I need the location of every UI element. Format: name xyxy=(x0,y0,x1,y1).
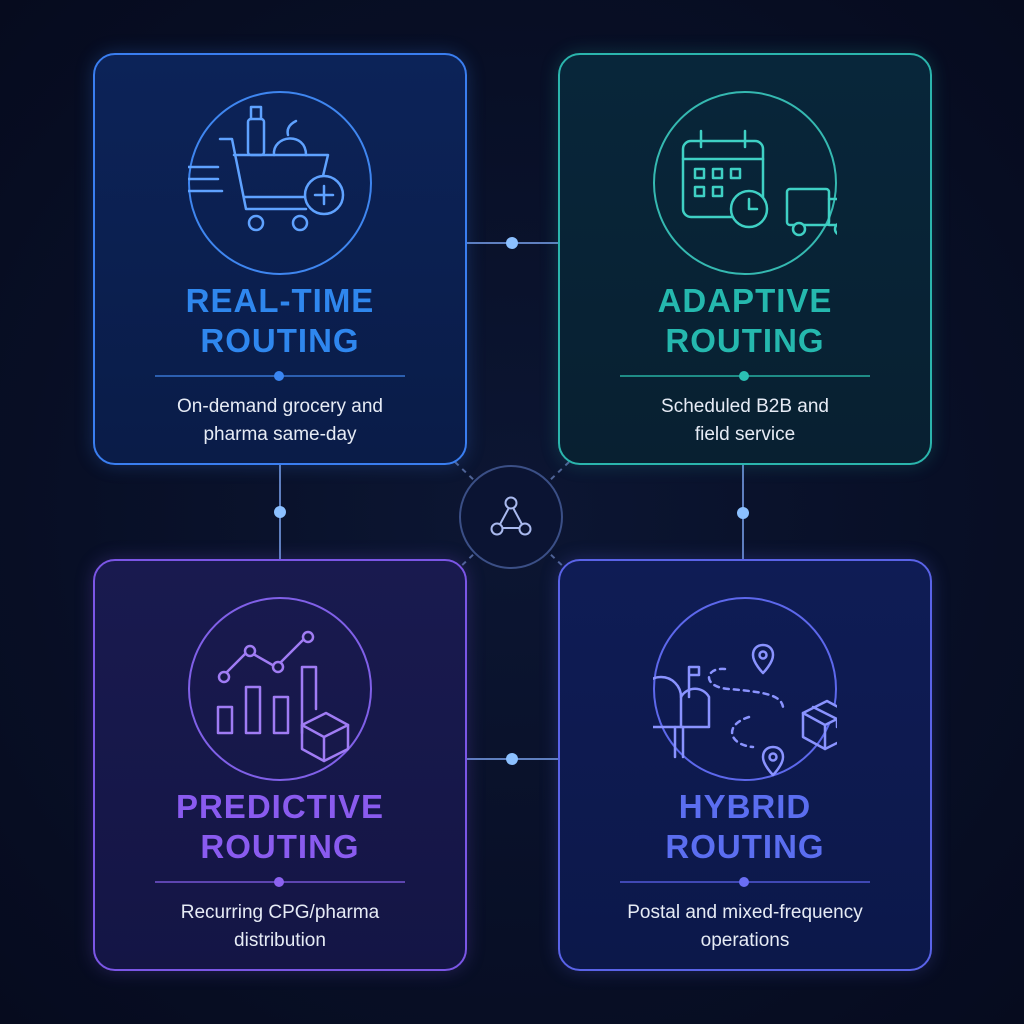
card-description-line1: On-demand grocery and xyxy=(177,396,383,417)
icon-badge xyxy=(653,597,837,781)
card-title-line1: REAL-TIME xyxy=(185,282,375,319)
divider-dot xyxy=(739,877,749,887)
card-hybrid-routing: HYBRID ROUTING Postal and mixed-frequenc… xyxy=(558,559,932,971)
center-hub xyxy=(459,465,563,569)
calendar-clock-truck-icon xyxy=(681,129,837,237)
icon-badge xyxy=(188,91,372,275)
divider-dot xyxy=(739,371,749,381)
shopping-cart-add-icon xyxy=(188,105,345,232)
divider xyxy=(620,371,870,381)
card-description-line1: Scheduled B2B and xyxy=(661,396,829,417)
card-title-line1: HYBRID xyxy=(678,788,812,825)
card-title-line1: ADAPTIVE xyxy=(657,282,833,319)
card-title-line1: PREDICTIVE xyxy=(175,788,385,825)
card-description-line1: Recurring CPG/pharma xyxy=(180,902,380,923)
divider-dot xyxy=(274,371,284,381)
card-description-line2: distribution xyxy=(234,930,326,951)
divider-dot xyxy=(274,877,284,887)
card-description-line1: Postal and mixed-frequency xyxy=(627,902,863,923)
card-adaptive-routing: ADAPTIVE ROUTING Scheduled B2B and field… xyxy=(558,53,932,465)
card-real-time-routing: REAL-TIME ROUTING On-demand grocery and … xyxy=(93,53,467,465)
card-title-line2: ROUTING xyxy=(200,322,360,359)
card-predictive-routing: PREDICTIVE ROUTING Recurring CPG/pharma … xyxy=(93,559,467,971)
network-nodes-icon xyxy=(490,496,532,536)
icon-badge xyxy=(188,597,372,781)
card-title-line2: ROUTING xyxy=(665,322,825,359)
card-description-line2: pharma same-day xyxy=(203,424,357,445)
mailbox-route-package-icon xyxy=(653,643,837,777)
connector-dot-top xyxy=(506,237,518,249)
divider xyxy=(155,371,405,381)
card-description-line2: operations xyxy=(700,930,790,951)
card-description-line2: field service xyxy=(694,424,796,445)
card-title-line2: ROUTING xyxy=(200,828,360,865)
chart-trend-box-icon xyxy=(216,630,350,763)
connector-dot-bottom xyxy=(506,753,518,765)
card-title-line2: ROUTING xyxy=(665,828,825,865)
connector-dot-left xyxy=(274,506,286,518)
icon-badge xyxy=(653,91,837,275)
divider xyxy=(155,877,405,887)
divider xyxy=(620,877,870,887)
connector-dot-right xyxy=(737,507,749,519)
